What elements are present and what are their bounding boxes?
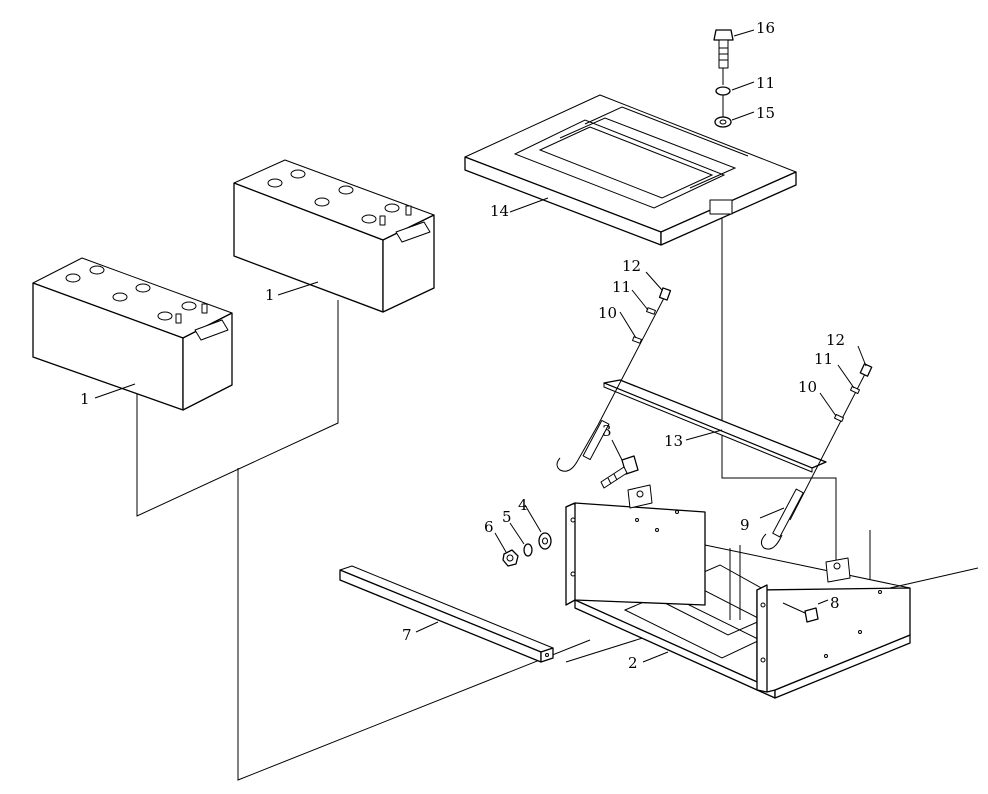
label-washer-4: 4 — [518, 496, 528, 514]
label-screw-8: 8 — [830, 594, 840, 612]
nut-and-washers — [502, 532, 552, 567]
label-battery-right: 1 — [265, 286, 275, 304]
label-washer-5: 5 — [502, 508, 512, 526]
label-washer-15: 15 — [756, 104, 775, 122]
label-spring-left-10: 10 — [598, 304, 617, 322]
bolt-16 — [713, 29, 734, 128]
cross-bar — [339, 565, 554, 663]
label-washer-left-11: 11 — [612, 278, 631, 296]
battery-tray — [565, 484, 911, 699]
label-nut-left-12: 12 — [622, 257, 641, 275]
label-battery-left: 1 — [80, 390, 90, 408]
label-washer-right-11: 11 — [814, 350, 833, 368]
cover-plate — [464, 94, 797, 246]
leader-lines — [94, 29, 979, 663]
label-nut-right-12: 12 — [826, 331, 845, 349]
bolt-3 — [600, 455, 639, 489]
callout-labels: 1 1 2 3 4 5 6 7 8 9 10 10 11 11 11 12 12… — [80, 19, 845, 672]
assembly-lines — [136, 212, 871, 781]
label-bolt-3: 3 — [602, 422, 612, 440]
label-bolt-16: 16 — [756, 19, 775, 37]
label-cover-14: 14 — [490, 202, 509, 220]
clamp-bar — [603, 379, 827, 473]
j-bolt-right — [760, 363, 873, 550]
label-tray: 2 — [628, 654, 638, 672]
label-cross-bar-7: 7 — [402, 626, 412, 644]
label-clamp-bar-13: 13 — [664, 432, 683, 450]
label-j-bolt-9: 9 — [740, 516, 750, 534]
label-washer-top-11: 11 — [756, 74, 775, 92]
battery-right — [233, 159, 435, 313]
label-nut-6: 6 — [484, 518, 494, 536]
j-bolt-left — [556, 287, 672, 472]
battery-left — [32, 257, 233, 411]
label-spring-right-10: 10 — [798, 378, 817, 396]
